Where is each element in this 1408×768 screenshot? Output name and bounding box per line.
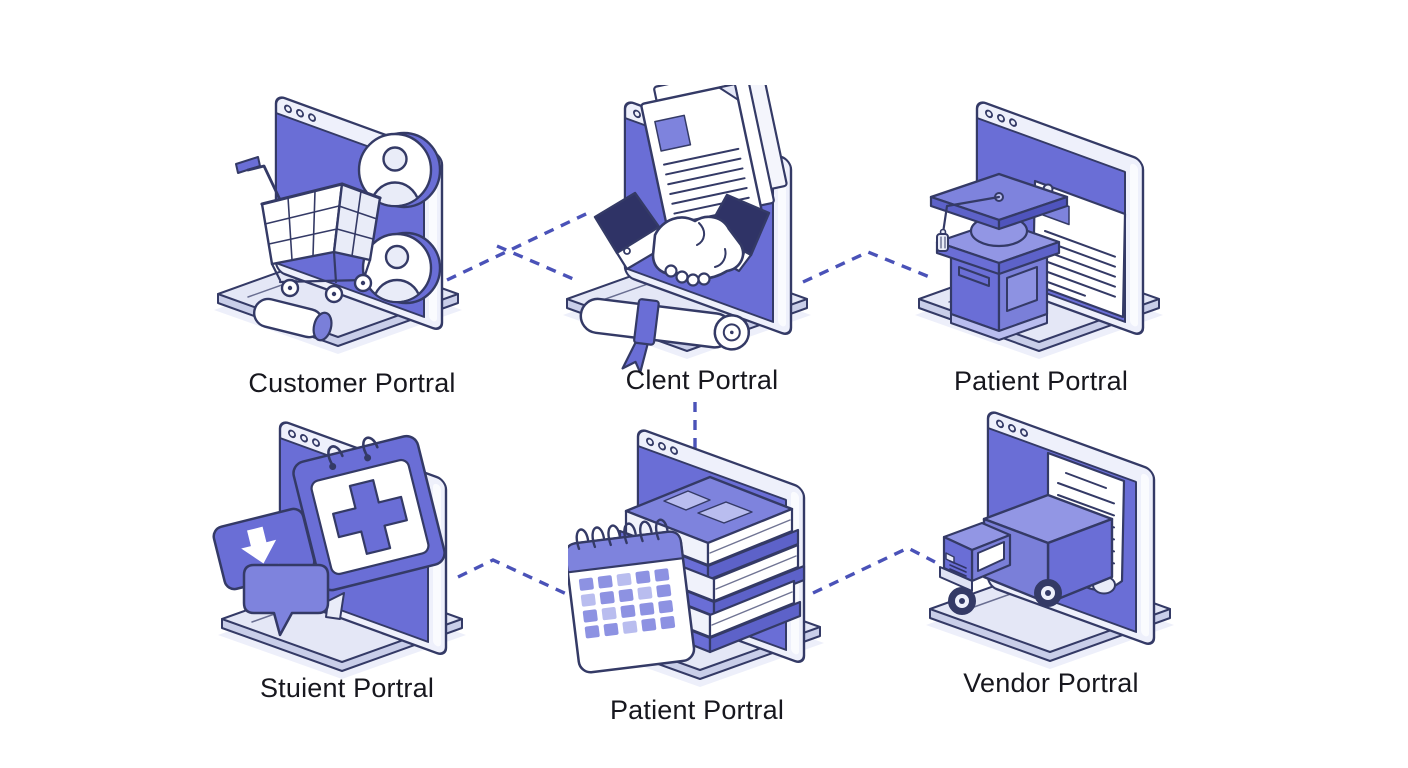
customer-portal-illustration: [212, 93, 464, 356]
vendor-portal-illustration: [924, 408, 1176, 671]
student-portal-illustration: [212, 418, 468, 681]
user-avatars-icon: [357, 131, 442, 305]
medical-cross-notepad-icon: [292, 434, 446, 592]
contract-documents-icon: [640, 85, 788, 244]
message-ribbon-icon: [242, 563, 345, 637]
tile-label-customer: Customer Portral: [248, 368, 456, 398]
handshake-icon: [593, 191, 771, 287]
connector-customer-client-b: [496, 244, 579, 283]
tile-label-student: Stuient Portral: [259, 673, 435, 703]
client-portal-illustration: [561, 85, 813, 374]
patient-portal-bottom-illustration: [568, 426, 826, 689]
delivery-truck-icon: [939, 493, 1114, 615]
connector-customer-client-a: [446, 211, 589, 282]
paper-roll-icon: [252, 297, 333, 342]
tile-label-patient-top: Patient Portral: [953, 366, 1129, 396]
diploma-scroll-icon: [579, 297, 751, 374]
patient-portal-top-illustration: [913, 98, 1165, 361]
connector-client-patient: [802, 250, 933, 284]
tile-label-vendor: Vendor Portral: [963, 668, 1139, 698]
tile-label-patient-bottom: Patient Portral: [609, 695, 785, 725]
calendar-icon: [568, 518, 696, 674]
tile-label-client: Clent Portral: [625, 365, 779, 395]
graduation-cap-podium-icon: [929, 172, 1069, 341]
shopping-cart-icon: [235, 156, 382, 304]
connector-student-patient: [457, 558, 574, 599]
